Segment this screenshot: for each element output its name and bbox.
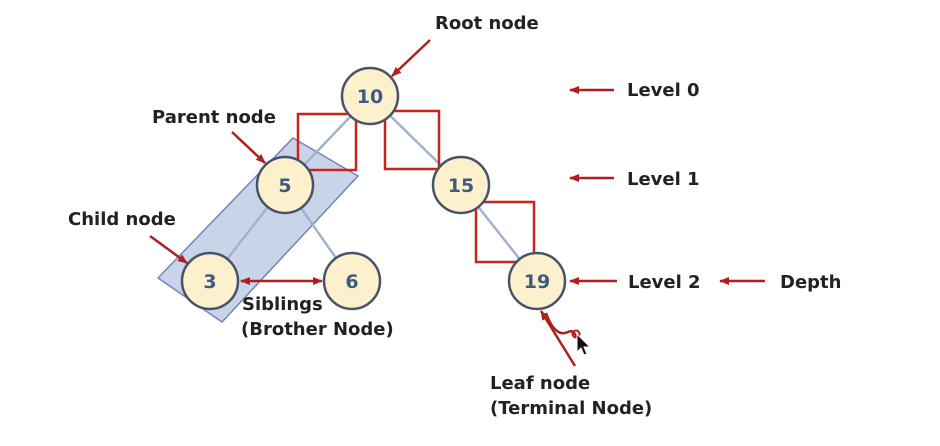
edge-box-10-5 xyxy=(296,112,358,172)
leaf-arrow-icon xyxy=(539,310,577,367)
node-value: 3 xyxy=(203,271,216,293)
level-2-label: Level 2 xyxy=(628,272,701,293)
node-value: 6 xyxy=(345,271,358,293)
tree-node-5: 5 xyxy=(255,155,315,215)
tree-node-6: 6 xyxy=(322,251,382,311)
leaf-node-label: Leaf node xyxy=(490,373,590,394)
child-arrow-icon xyxy=(149,234,188,265)
parent-node-label: Parent node xyxy=(152,107,276,128)
edge-boxes xyxy=(296,109,536,264)
node-value: 10 xyxy=(357,86,383,108)
cursor-dot xyxy=(571,329,581,339)
node-value: 15 xyxy=(448,175,474,197)
node-value: 5 xyxy=(278,175,291,197)
depth-label: Depth xyxy=(780,272,841,293)
tree-node-10: 10 xyxy=(340,66,400,126)
tree-node-19: 19 xyxy=(507,251,567,311)
parent-arrow-icon xyxy=(231,131,266,164)
edge-box-10-15 xyxy=(383,109,441,171)
leaf-squiggle xyxy=(544,312,579,339)
edge-box-15-19 xyxy=(474,200,536,264)
brother-node-label: (Brother Node) xyxy=(241,319,394,340)
root-node-label: Root node xyxy=(435,13,539,34)
level-0-label: Level 0 xyxy=(627,80,700,101)
node-value: 19 xyxy=(524,271,550,293)
level-1-label: Level 1 xyxy=(627,169,700,190)
root-arrow-icon xyxy=(391,39,431,77)
tree-node-15: 15 xyxy=(431,155,491,215)
child-node-label: Child node xyxy=(68,209,176,230)
siblings-label: Siblings xyxy=(242,294,323,315)
cursor-icon xyxy=(576,332,592,356)
tree-node-3: 3 xyxy=(180,251,240,311)
annotation-arrows xyxy=(149,39,765,367)
terminal-node-label: (Terminal Node) xyxy=(490,398,652,419)
